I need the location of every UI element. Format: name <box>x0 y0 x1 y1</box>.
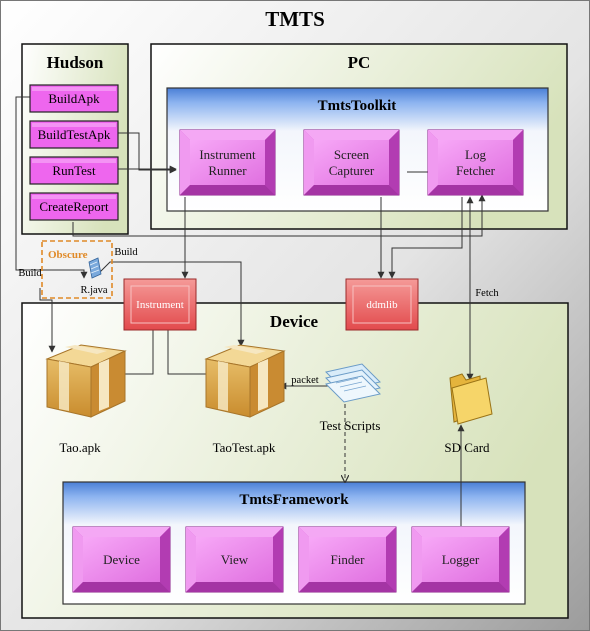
obscure-title: Obscure <box>48 249 88 261</box>
build-to-taotest <box>99 261 245 347</box>
hudson-title: Hudson <box>47 53 104 72</box>
logfetcher-to-ddmlib <box>388 197 463 279</box>
runtest-button-label: RunTest <box>52 163 96 178</box>
instrument-to-taoapk <box>125 330 154 375</box>
instrument-box: Instrument <box>123 278 197 331</box>
buildtestapk-button-label: BuildTestApk <box>38 127 111 142</box>
framework-logger: Logger <box>411 526 510 593</box>
toolkit-screen-capturer-label-1: Screen <box>334 147 370 162</box>
framework-view-label-1: View <box>221 552 249 567</box>
r-java-file-icon <box>88 257 102 279</box>
createreport-button-label: CreateReport <box>39 199 109 214</box>
rjava-to-taoapk <box>39 288 56 353</box>
instrument-to-taotest <box>167 330 212 375</box>
tao-apk-label: Tao.apk <box>59 440 101 455</box>
edge-label-packet: packet <box>291 375 318 386</box>
framework-logger-label-1: Logger <box>442 552 480 567</box>
edge-label-build-left: Build <box>18 268 42 279</box>
tmts-framework-title: TmtsFramework <box>239 492 349 508</box>
createreport-to-logfetcher <box>72 194 486 237</box>
buildapk-to-obscure <box>15 96 88 279</box>
buildapk-button-label: BuildApk <box>48 91 100 106</box>
connectors <box>15 96 486 526</box>
createreport-button[interactable]: CreateReport <box>29 192 119 221</box>
framework-device: Device <box>72 526 171 593</box>
toolkit-log-fetcher-label-2: Fetcher <box>456 163 496 178</box>
instrument-label: Instrument <box>136 299 184 311</box>
framework-finder: Finder <box>298 526 397 593</box>
ddmlib-box: ddmlib <box>345 278 419 331</box>
edge-label-build-obscure: Build <box>114 247 138 258</box>
toolkit-log-fetcher-label-1: Log <box>465 147 486 162</box>
framework-finder-label-1: Finder <box>331 552 366 567</box>
toolkit-instrument-runner-label-2: Runner <box>208 163 247 178</box>
test-scripts-label: Test Scripts <box>320 418 381 433</box>
sd-card-folder-icon <box>449 373 493 425</box>
buildtestapk-to-runner <box>118 132 177 174</box>
taotest-apk-package-icon <box>204 344 286 418</box>
tmts-toolkit-title: TmtsToolkit <box>318 98 397 114</box>
framework-device-label-1: Device <box>103 552 140 567</box>
r-java-label: R.java <box>80 285 107 296</box>
sd-card-label: SD Card <box>444 440 490 455</box>
runtest-button[interactable]: RunTest <box>29 156 119 185</box>
tmts-title: TMTS <box>265 7 325 31</box>
test-scripts-icon <box>325 363 381 403</box>
edge-label-fetch: Fetch <box>475 288 499 299</box>
tao-apk-package-icon <box>45 344 127 418</box>
framework-view: View <box>185 526 284 593</box>
taotest-apk-label: TaoTest.apk <box>213 440 276 455</box>
pc-title: PC <box>348 53 371 72</box>
buildtestapk-button[interactable]: BuildTestApk <box>29 120 119 149</box>
toolkit-instrument-runner-label-1: Instrument <box>199 147 256 162</box>
buildapk-button[interactable]: BuildApk <box>29 84 119 113</box>
obscure-box: Obscure R.java <box>41 240 113 299</box>
device-title: Device <box>270 312 319 331</box>
toolkit-screen-capturer-label-2: Capturer <box>329 163 375 178</box>
framework-components: Device View Finder Logger <box>72 526 510 593</box>
ddmlib-label: ddmlib <box>366 299 398 311</box>
